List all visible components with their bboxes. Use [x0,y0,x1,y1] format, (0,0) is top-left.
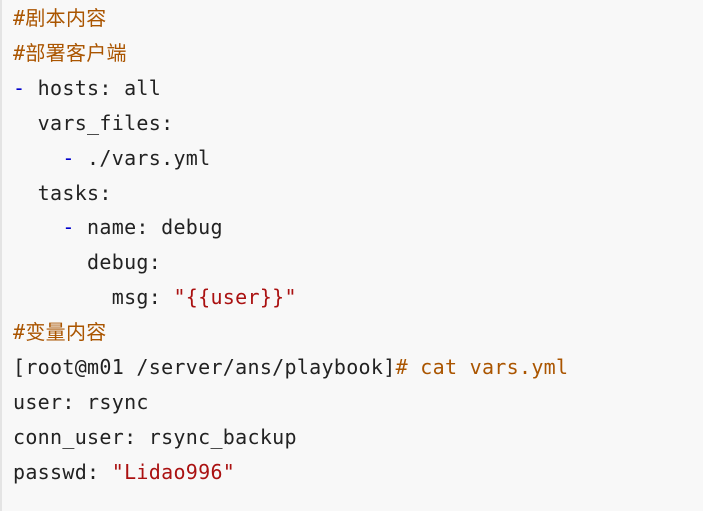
code-line: #剧本内容 [13,1,107,36]
code-text: hosts: all [25,75,162,100]
code-comment: #部署客户端 [13,40,127,65]
code-line: conn_user: rsync_backup [13,420,297,455]
code-text [13,146,62,170]
code-line: #部署客户端 [13,36,127,71]
code-text: debug: [13,250,162,275]
code-list-dash: - [62,215,75,240]
code-line: debug: [13,245,161,280]
code-text: ./vars.yml [74,145,211,170]
code-comment: #剧本内容 [13,6,107,30]
code-string: "{{user}}" [173,285,297,310]
code-text: user: rsync [13,389,149,414]
code-line: [root@m01 /server/ans/playbook]# cat var… [13,350,568,385]
code-line: - hosts: all [13,71,161,106]
code-list-dash: - [13,75,26,100]
code-comment: #变量内容 [13,320,107,345]
code-string: "Lidao996" [111,459,236,484]
code-text: conn_user: rsync_backup [13,424,297,449]
code-line: - name: debug [13,210,223,245]
code-line: #变量内容 [13,315,107,350]
code-line: msg: "{{user}}" [13,280,297,315]
code-text [13,215,62,239]
code-text: name: debug [74,215,223,240]
code-text: vars_files: [13,110,174,135]
code-line: - ./vars.yml [13,141,210,176]
code-line: passwd: "Lidao996" [13,455,235,490]
code-text: [root@m01 /server/ans/playbook] [13,355,396,379]
code-text: passwd: [13,459,112,484]
code-text: tasks: [13,180,112,205]
code-list-dash: - [62,145,75,170]
code-line: tasks: [13,176,112,211]
code-line: vars_files: [13,106,173,141]
code-line: user: rsync [13,385,149,420]
code-comment: # cat vars.yml [395,355,569,379]
code-text: msg: [13,285,174,310]
